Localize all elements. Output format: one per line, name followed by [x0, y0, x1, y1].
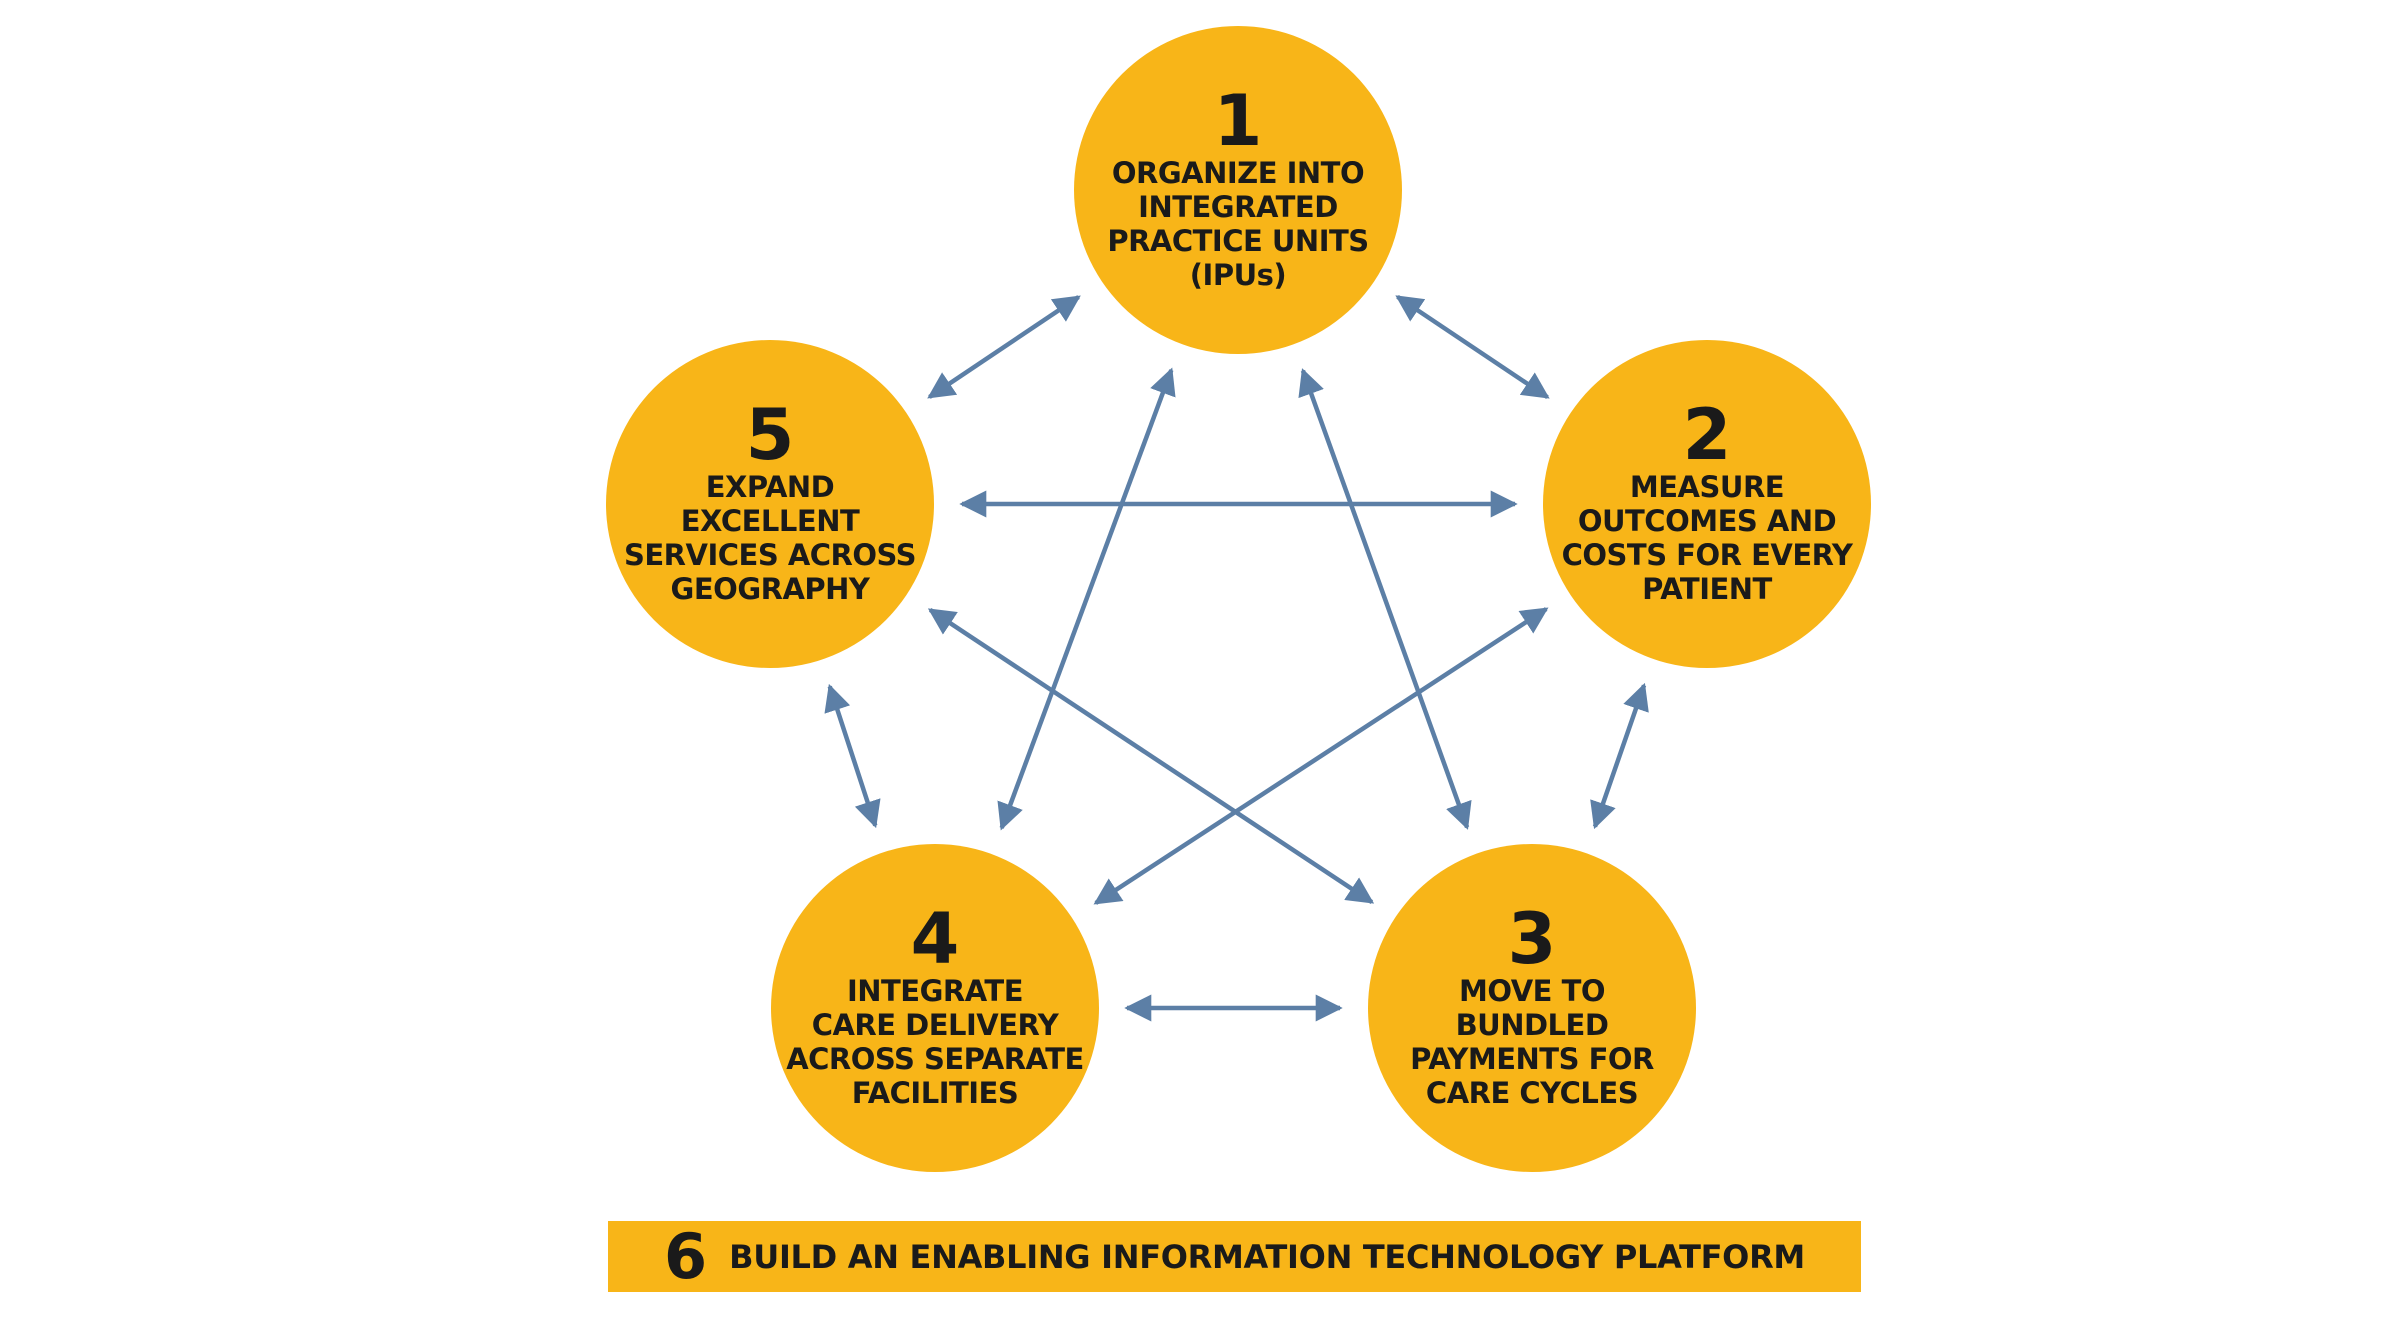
node-label: MOVE TO BUNDLED PAYMENTS FOR CARE CYCLES: [1410, 974, 1654, 1110]
node-3-bundled-payments: 3 MOVE TO BUNDLED PAYMENTS FOR CARE CYCL…: [1368, 844, 1696, 1172]
arrow-1-3: [1298, 368, 1472, 830]
node-number: 5: [745, 394, 795, 476]
node-label: ORGANIZE INTO INTEGRATED PRACTICE UNITS …: [1107, 156, 1369, 292]
node-1-organize-ipus: 1 ORGANIZE INTO INTEGRATED PRACTICE UNIT…: [1074, 26, 1402, 354]
footer-number: 6: [664, 1219, 708, 1293]
node-4-integrate-care: 4 INTEGRATE CARE DELIVERY ACROSS SEPARAT…: [771, 844, 1099, 1172]
node-number: 1: [1213, 80, 1263, 162]
arrow-2-4: [1093, 607, 1549, 905]
node-label: EXPAND EXCELLENT SERVICES ACROSS GEOGRAP…: [623, 470, 917, 606]
node-5-expand-services: 5 EXPAND EXCELLENT SERVICES ACROSS GEOGR…: [606, 340, 934, 668]
node-label: INTEGRATE CARE DELIVERY ACROSS SEPARATE …: [786, 974, 1084, 1110]
arrow-1-2: [1395, 294, 1550, 400]
arrow-1-4: [997, 367, 1176, 831]
node-number: 2: [1682, 394, 1732, 476]
node-number: 4: [910, 898, 960, 980]
arrow-4-5: [824, 683, 881, 829]
node-number: 3: [1507, 898, 1557, 980]
arrow-2-3: [1590, 682, 1649, 830]
arrow-5-1: [927, 295, 1081, 399]
footer-banner: 6 BUILD AN ENABLING INFORMATION TECHNOLO…: [608, 1221, 1861, 1292]
node-label: MEASURE OUTCOMES AND COSTS FOR EVERY PAT…: [1561, 470, 1853, 606]
node-2-measure-outcomes: 2 MEASURE OUTCOMES AND COSTS FOR EVERY P…: [1543, 340, 1871, 668]
footer-text: BUILD AN ENABLING INFORMATION TECHNOLOGY…: [729, 1237, 1805, 1276]
